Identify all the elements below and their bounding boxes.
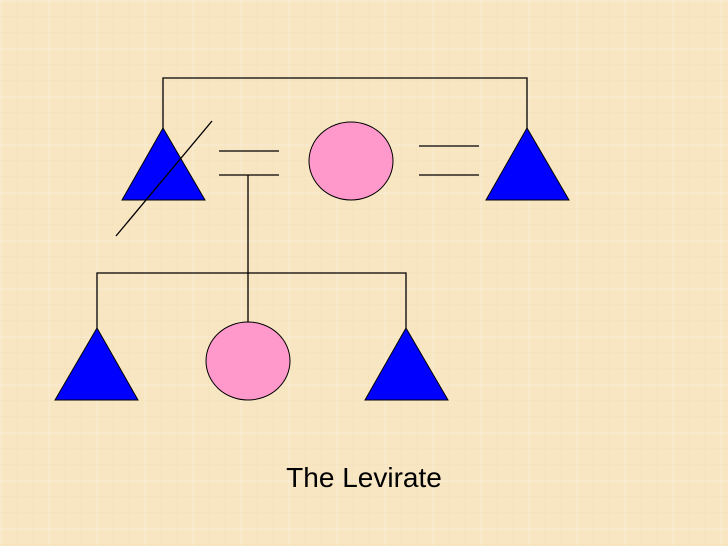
slide-caption: The Levirate [286, 462, 442, 493]
son-symbol-right [364, 326, 449, 401]
deceased-husband-symbol [121, 126, 206, 201]
children-sibling-bar [96, 272, 407, 328]
deceased-marker [115, 120, 213, 237]
sibling-link-top [162, 77, 528, 130]
son-symbol-left [54, 326, 139, 401]
daughter-symbol [205, 321, 291, 401]
widow-symbol [308, 121, 394, 201]
levir-brother-symbol [485, 126, 570, 201]
